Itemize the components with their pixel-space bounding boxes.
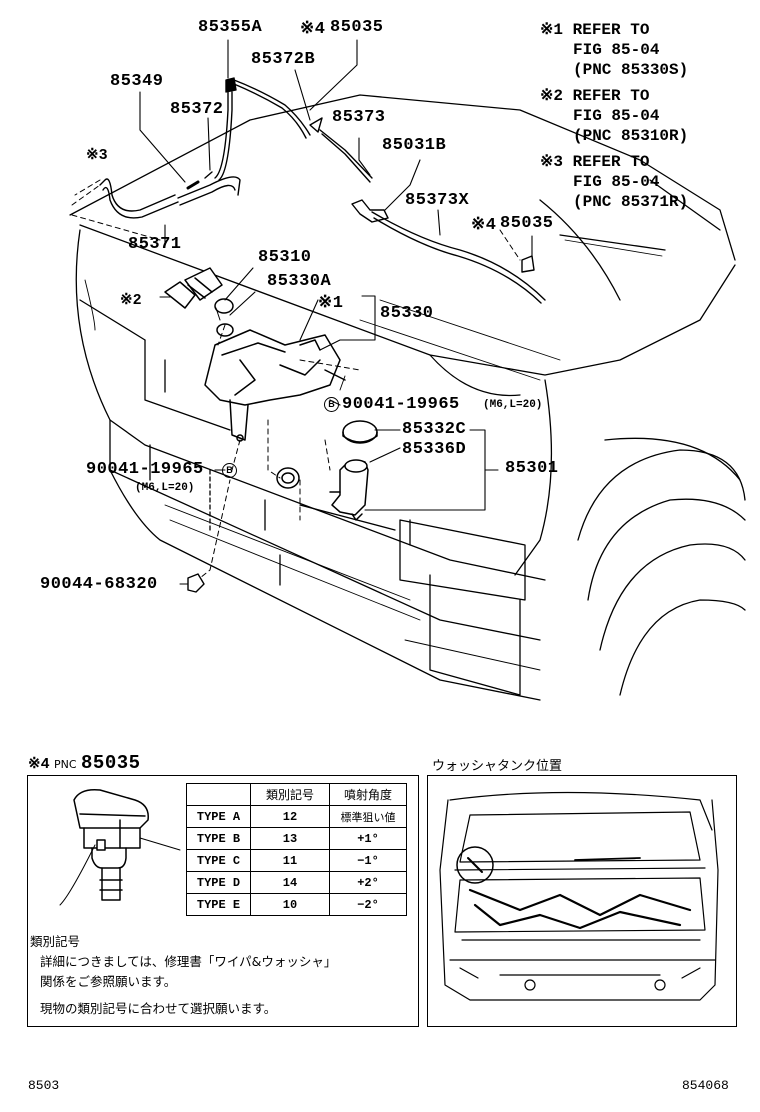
leader-lines (139, 39, 533, 585)
footer-page-code: 8503 (28, 1078, 60, 1093)
bolt-marker-right: B (324, 396, 339, 414)
table-header: 類別記号 (250, 783, 330, 806)
part-label-90041-left: 90041-19965 (86, 460, 204, 479)
table-row: TYPE C 11 −1° (186, 849, 407, 872)
ref-mark-1: ※1 (318, 294, 344, 313)
table-cell: +1° (329, 827, 407, 850)
inset-right-title: ウォッシャタンク位置 (432, 759, 563, 774)
note-ref-1: ※1 REFER TO FIG 85-04 (PNC 85330S) (540, 20, 688, 80)
note-ref-3: ※3 REFER TO FIG 85-04 (PNC 85371R) (540, 152, 688, 212)
type-table: 類別記号 噴射角度 TYPE A 12 標準狙い値 TYPE B 13 +1° … (186, 783, 407, 916)
table-cell: 標準狙い値 (329, 805, 407, 828)
part-label-85035-right: 85035 (500, 214, 554, 233)
table-cell: −1° (329, 849, 407, 872)
part-label-85336D: 85336D (402, 440, 467, 459)
table-row: TYPE D 14 +2° (186, 871, 407, 894)
part-label-85372: 85372 (170, 100, 224, 119)
table-cell: +2° (329, 871, 407, 894)
washer-tank (204, 329, 346, 442)
inset-pnc-number: 85035 (81, 752, 141, 774)
table-cell: TYPE A (186, 805, 251, 828)
note-line: FIG 85-04 (573, 107, 660, 125)
table-row: TYPE B 13 +1° (186, 827, 407, 850)
part-label-85310: 85310 (258, 248, 312, 267)
inset-note-3: 現物の類別記号に合わせて選択願います。 (40, 1001, 277, 1016)
inset-note-2: 関係をご参照願います。 (40, 974, 177, 989)
spec-label-right: (M6,L=20) (483, 399, 543, 411)
table-row: TYPE A 12 標準狙い値 (186, 805, 407, 828)
note-line: REFER TO (572, 153, 650, 171)
note-line: FIG 85-04 (573, 41, 660, 59)
table-row: TYPE E 10 −2° (186, 893, 407, 916)
ref-mark-4-top: ※4 (300, 20, 326, 39)
inset-left-heading: ※4 PNC 85035 (28, 752, 141, 774)
part-label-85349: 85349 (110, 72, 164, 91)
note-line: REFER TO (572, 87, 650, 105)
part-label-85301: 85301 (505, 459, 559, 478)
note-mark: ※3 (540, 153, 564, 171)
table-header (186, 783, 251, 806)
part-label-85330: 85330 (380, 304, 434, 323)
inset-mark: ※4 (28, 756, 50, 773)
part-label-85373X: 85373X (405, 191, 470, 210)
clip-part (187, 573, 205, 593)
table-cell: TYPE E (186, 893, 251, 916)
table-cell: TYPE C (186, 849, 251, 872)
assembly-lines (71, 179, 521, 583)
note-line: (PNC 85371R) (573, 193, 689, 211)
washer-hose (99, 77, 546, 321)
table-header: 噴射角度 (329, 783, 407, 806)
inset-pnc-label: PNC (54, 758, 77, 771)
part-label-85355A: 85355A (198, 18, 263, 37)
part-label-85371: 85371 (128, 235, 182, 254)
table-header-row: 類別記号 噴射角度 (186, 783, 407, 806)
filler-tube (276, 420, 378, 521)
part-label-85330A: 85330A (267, 272, 332, 291)
note-line: REFER TO (572, 21, 650, 39)
table-cell: −2° (329, 893, 407, 916)
table-cell: 11 (250, 849, 330, 872)
footer-figure-code: 854068 (682, 1078, 729, 1093)
table-cell: 12 (250, 805, 330, 828)
table-cell: TYPE B (186, 827, 251, 850)
ref-mark-3: ※3 (86, 147, 108, 164)
nozzle-illustration (59, 788, 181, 906)
ref-mark-2: ※2 (120, 292, 142, 309)
note-mark: ※2 (540, 87, 564, 105)
part-label-85031B: 85031B (382, 136, 447, 155)
note-line: FIG 85-04 (573, 173, 660, 191)
spec-label-left: (M6,L=20) (135, 482, 195, 494)
note-line: (PNC 85310R) (573, 127, 689, 145)
nozzle-caption: 類別記号 (30, 934, 81, 949)
part-label-85373: 85373 (332, 108, 386, 127)
table-cell: 10 (250, 893, 330, 916)
ref-mark-4-right: ※4 (471, 216, 497, 235)
table-cell: 14 (250, 871, 330, 894)
inset-note-1: 詳細につきましては、修理書「ワイパ&ウォッシャ」 (40, 954, 337, 969)
note-line: (PNC 85330S) (573, 61, 689, 79)
part-label-85372B: 85372B (251, 50, 316, 69)
note-ref-2: ※2 REFER TO FIG 85-04 (PNC 85310R) (540, 86, 688, 146)
inset-left-panel (27, 775, 419, 1027)
vehicle-front-illustration (439, 791, 719, 1001)
inset-right-panel (427, 775, 737, 1027)
part-label-85035-top: 85035 (330, 18, 384, 37)
washer-motor (164, 267, 234, 337)
table-cell: TYPE D (186, 871, 251, 894)
table-cell: 13 (250, 827, 330, 850)
part-label-90044: 90044-68320 (40, 575, 158, 594)
note-mark: ※1 (540, 21, 564, 39)
vehicle-body-outline (69, 94, 746, 701)
bolt-marker-left: B (222, 462, 237, 480)
part-label-85332C: 85332C (402, 420, 467, 439)
part-label-90041-right: 90041-19965 (342, 395, 460, 414)
